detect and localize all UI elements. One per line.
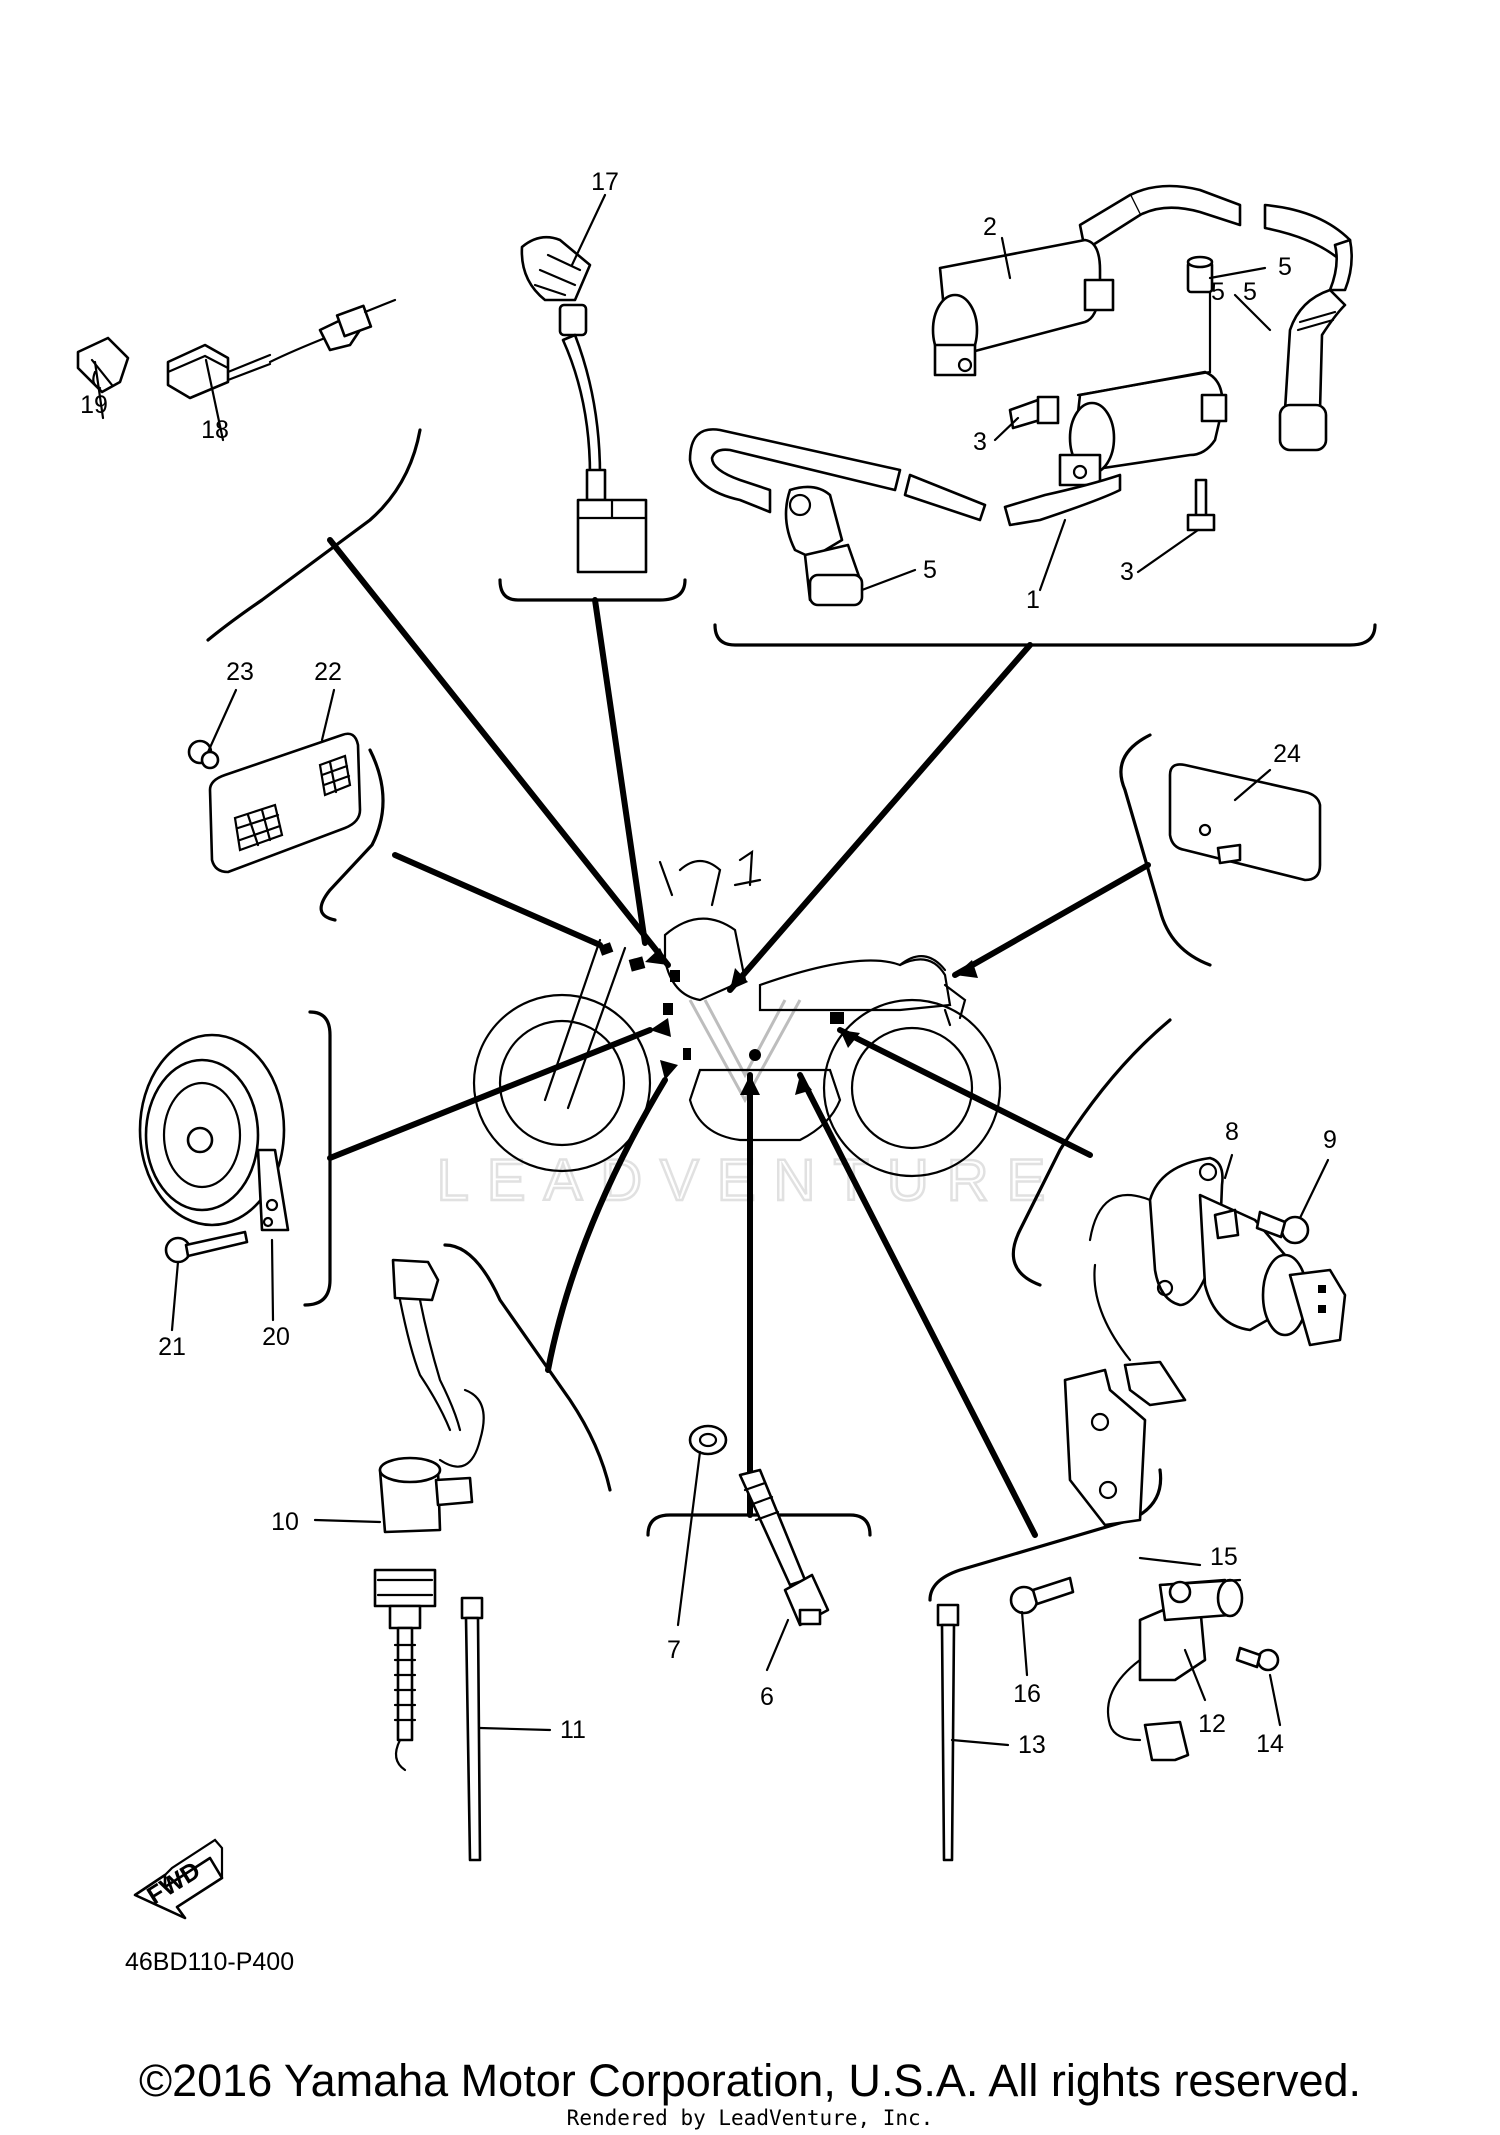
callout-12: 12 — [1198, 1710, 1226, 1738]
part-23-nut-icon — [187, 739, 220, 770]
part-13-cable-tie-icon — [936, 1603, 960, 1862]
part-18-connector-icon — [166, 298, 397, 400]
part-16-bolt-icon — [1009, 1576, 1075, 1615]
callout-9: 9 — [1323, 1126, 1337, 1154]
watermark-logo-icon — [688, 999, 802, 1104]
part-8-main-switch-icon — [1088, 1156, 1347, 1407]
callout-3-right: 3 — [1120, 558, 1134, 586]
part-14-screw-icon — [1235, 1646, 1280, 1672]
leader-lines — [327, 537, 1151, 1538]
callout-23: 23 — [226, 658, 254, 686]
watermark-text: LEADVENTURE — [437, 1148, 1064, 1213]
callout-5-top: 5 — [1211, 278, 1225, 306]
part-6-switch-icon — [738, 1468, 830, 1627]
callout-20: 20 — [262, 1323, 290, 1351]
callout-lines — [93, 193, 1330, 1747]
part-20-horn-icon — [138, 1033, 290, 1232]
callout-15: 15 — [1210, 1543, 1238, 1571]
part-9-screw-icon — [1255, 1210, 1310, 1245]
fwd-arrow-icon: FWD — [133, 1838, 224, 1920]
part-19-clip-icon — [76, 336, 130, 394]
callout-22: 22 — [314, 658, 342, 686]
callout-7: 7 — [667, 1636, 681, 1664]
callout-17: 17 — [591, 168, 619, 196]
motorcycle-outline — [472, 849, 1002, 1178]
callout-3-left: 3 — [973, 428, 987, 456]
part-24-reflector-icon — [1168, 763, 1322, 882]
callout-5-left: 5 — [923, 556, 937, 584]
part-5-plug-cap-right-icon — [1278, 288, 1347, 452]
callout-14: 14 — [1256, 1730, 1284, 1758]
part-22-reflector-icon — [208, 732, 362, 874]
callout-13: 13 — [1018, 1731, 1046, 1759]
part-10-sensor-icon — [373, 1258, 485, 1772]
part-1-2-ignition-coils-icon — [688, 184, 1353, 607]
callout-21: 21 — [158, 1333, 186, 1361]
leader-arrowheads — [645, 948, 978, 1095]
callout-1: 1 — [1026, 586, 1040, 614]
callout-11: 11 — [560, 1716, 586, 1744]
part-7-washer-icon — [688, 1424, 728, 1456]
watermark: LEADVENTURE — [435, 999, 1064, 1214]
copyright-notice: ©2016 Yamaha Motor Corporation, U.S.A. A… — [138, 2055, 1362, 2106]
callout-10: 10 — [271, 1508, 299, 1536]
part-21-bolt-icon — [164, 1230, 249, 1264]
connection-points — [598, 942, 844, 1061]
callout-2: 2 — [983, 213, 997, 241]
render-credit: Rendered by LeadVenture, Inc. — [566, 2106, 934, 2130]
callout-16: 16 — [1013, 1680, 1041, 1708]
part-11-cable-tie-icon — [460, 1596, 484, 1862]
callout-labels: 17 18 19 2 5 5 5 3 3 1 5 23 22 24 20 21 … — [80, 168, 1337, 1759]
callout-6: 6 — [760, 1683, 774, 1711]
callout-19: 19 — [80, 391, 108, 419]
part-4-collar-icon — [1186, 255, 1214, 294]
callout-5-right: 5 — [1243, 278, 1257, 306]
part-15-bracket-icon — [1063, 1368, 1147, 1527]
part-17-sensor-icon — [520, 235, 648, 574]
reference-code: 46BD110-P400 — [125, 1948, 294, 1976]
callout-4: 5 — [1278, 253, 1292, 281]
callout-18: 18 — [201, 416, 229, 444]
callout-24: 24 — [1273, 740, 1301, 768]
callout-8: 8 — [1225, 1118, 1239, 1146]
part-3-bolt-icons — [1008, 395, 1216, 532]
